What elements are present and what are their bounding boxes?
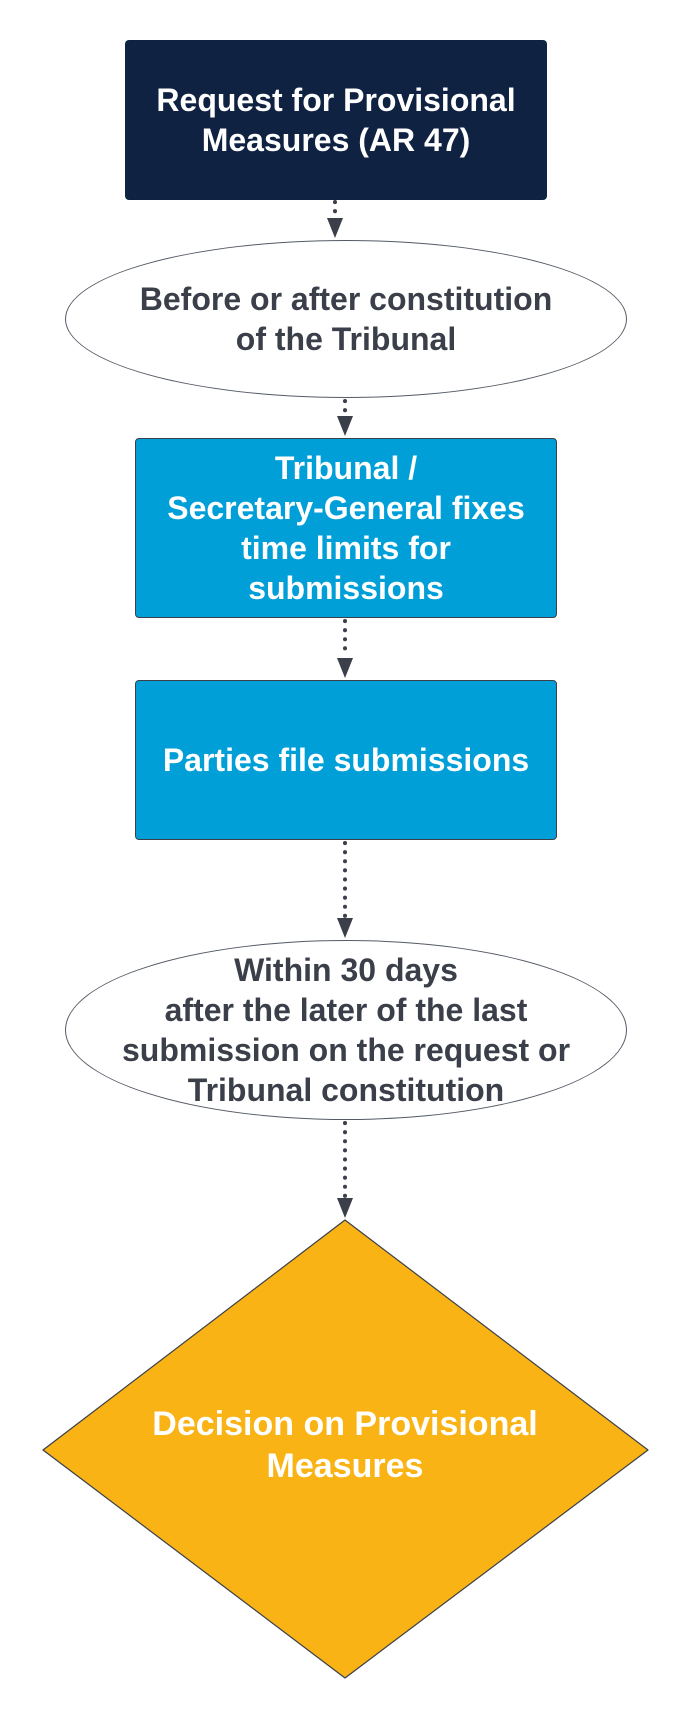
time-limits-label: Tribunal / Secretary-General fixes time …	[167, 450, 525, 606]
request-provisional-measures-box: Request for Provisional Measures (AR 47)	[125, 40, 547, 200]
arrowhead-1	[327, 218, 343, 238]
decision-diamond	[42, 1219, 649, 1679]
decision-label: Decision on Provisional Measures	[152, 1404, 538, 1486]
timing-ellipse: Before or after constitution of the Trib…	[65, 240, 627, 398]
connectors	[333, 200, 347, 1198]
arrowhead-3	[337, 658, 353, 678]
timing-label: Before or after constitution of the Trib…	[139, 281, 553, 357]
arrowhead-4	[337, 918, 353, 938]
arrowhead-5	[337, 1198, 353, 1218]
file-submissions-label: Parties file submissions	[162, 742, 530, 778]
file-submissions-box: Parties file submissions	[135, 680, 557, 840]
arrowheads	[327, 218, 353, 1218]
request-provisional-measures-label: Request for Provisional Measures (AR 47)	[156, 82, 516, 158]
deadline-label: Within 30 days after the later of the la…	[121, 952, 571, 1108]
decision-label-container: Decision on Provisional Measures	[95, 1390, 595, 1500]
deadline-ellipse: Within 30 days after the later of the la…	[65, 940, 627, 1120]
time-limits-box: Tribunal / Secretary-General fixes time …	[135, 438, 557, 618]
arrowhead-2	[337, 416, 353, 436]
